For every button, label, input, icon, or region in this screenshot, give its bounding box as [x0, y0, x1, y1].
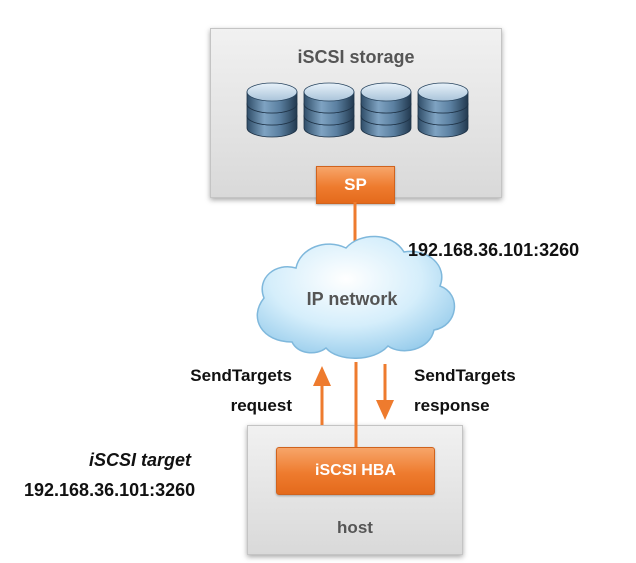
- host-title: host: [337, 518, 373, 537]
- disk-icon: [360, 82, 412, 138]
- sendtargets-response-arrow: [376, 364, 394, 420]
- ip-network-label: IP network: [307, 289, 399, 309]
- storage-title: iSCSI storage: [297, 47, 415, 67]
- iscsi-target-address: 192.168.36.101:3260: [24, 480, 196, 500]
- response-label-line1: SendTargets: [414, 366, 516, 385]
- iscsi-target-title: iSCSI target: [88, 450, 192, 470]
- response-label-line2: response: [414, 396, 490, 415]
- iscsi-hba: iSCSI HBA: [276, 447, 435, 495]
- ip-network-cloud: IP network: [256, 235, 456, 359]
- request-label-line2: request: [230, 396, 292, 415]
- request-label-line1: SendTargets: [190, 366, 292, 385]
- disk-icon: [246, 82, 298, 138]
- disk-icon: [417, 82, 469, 138]
- disk-array: [246, 82, 469, 138]
- disk-icon: [303, 82, 355, 138]
- sendtargets-request-arrow: [313, 366, 331, 425]
- network-address-label: 192.168.36.101:3260: [408, 240, 580, 260]
